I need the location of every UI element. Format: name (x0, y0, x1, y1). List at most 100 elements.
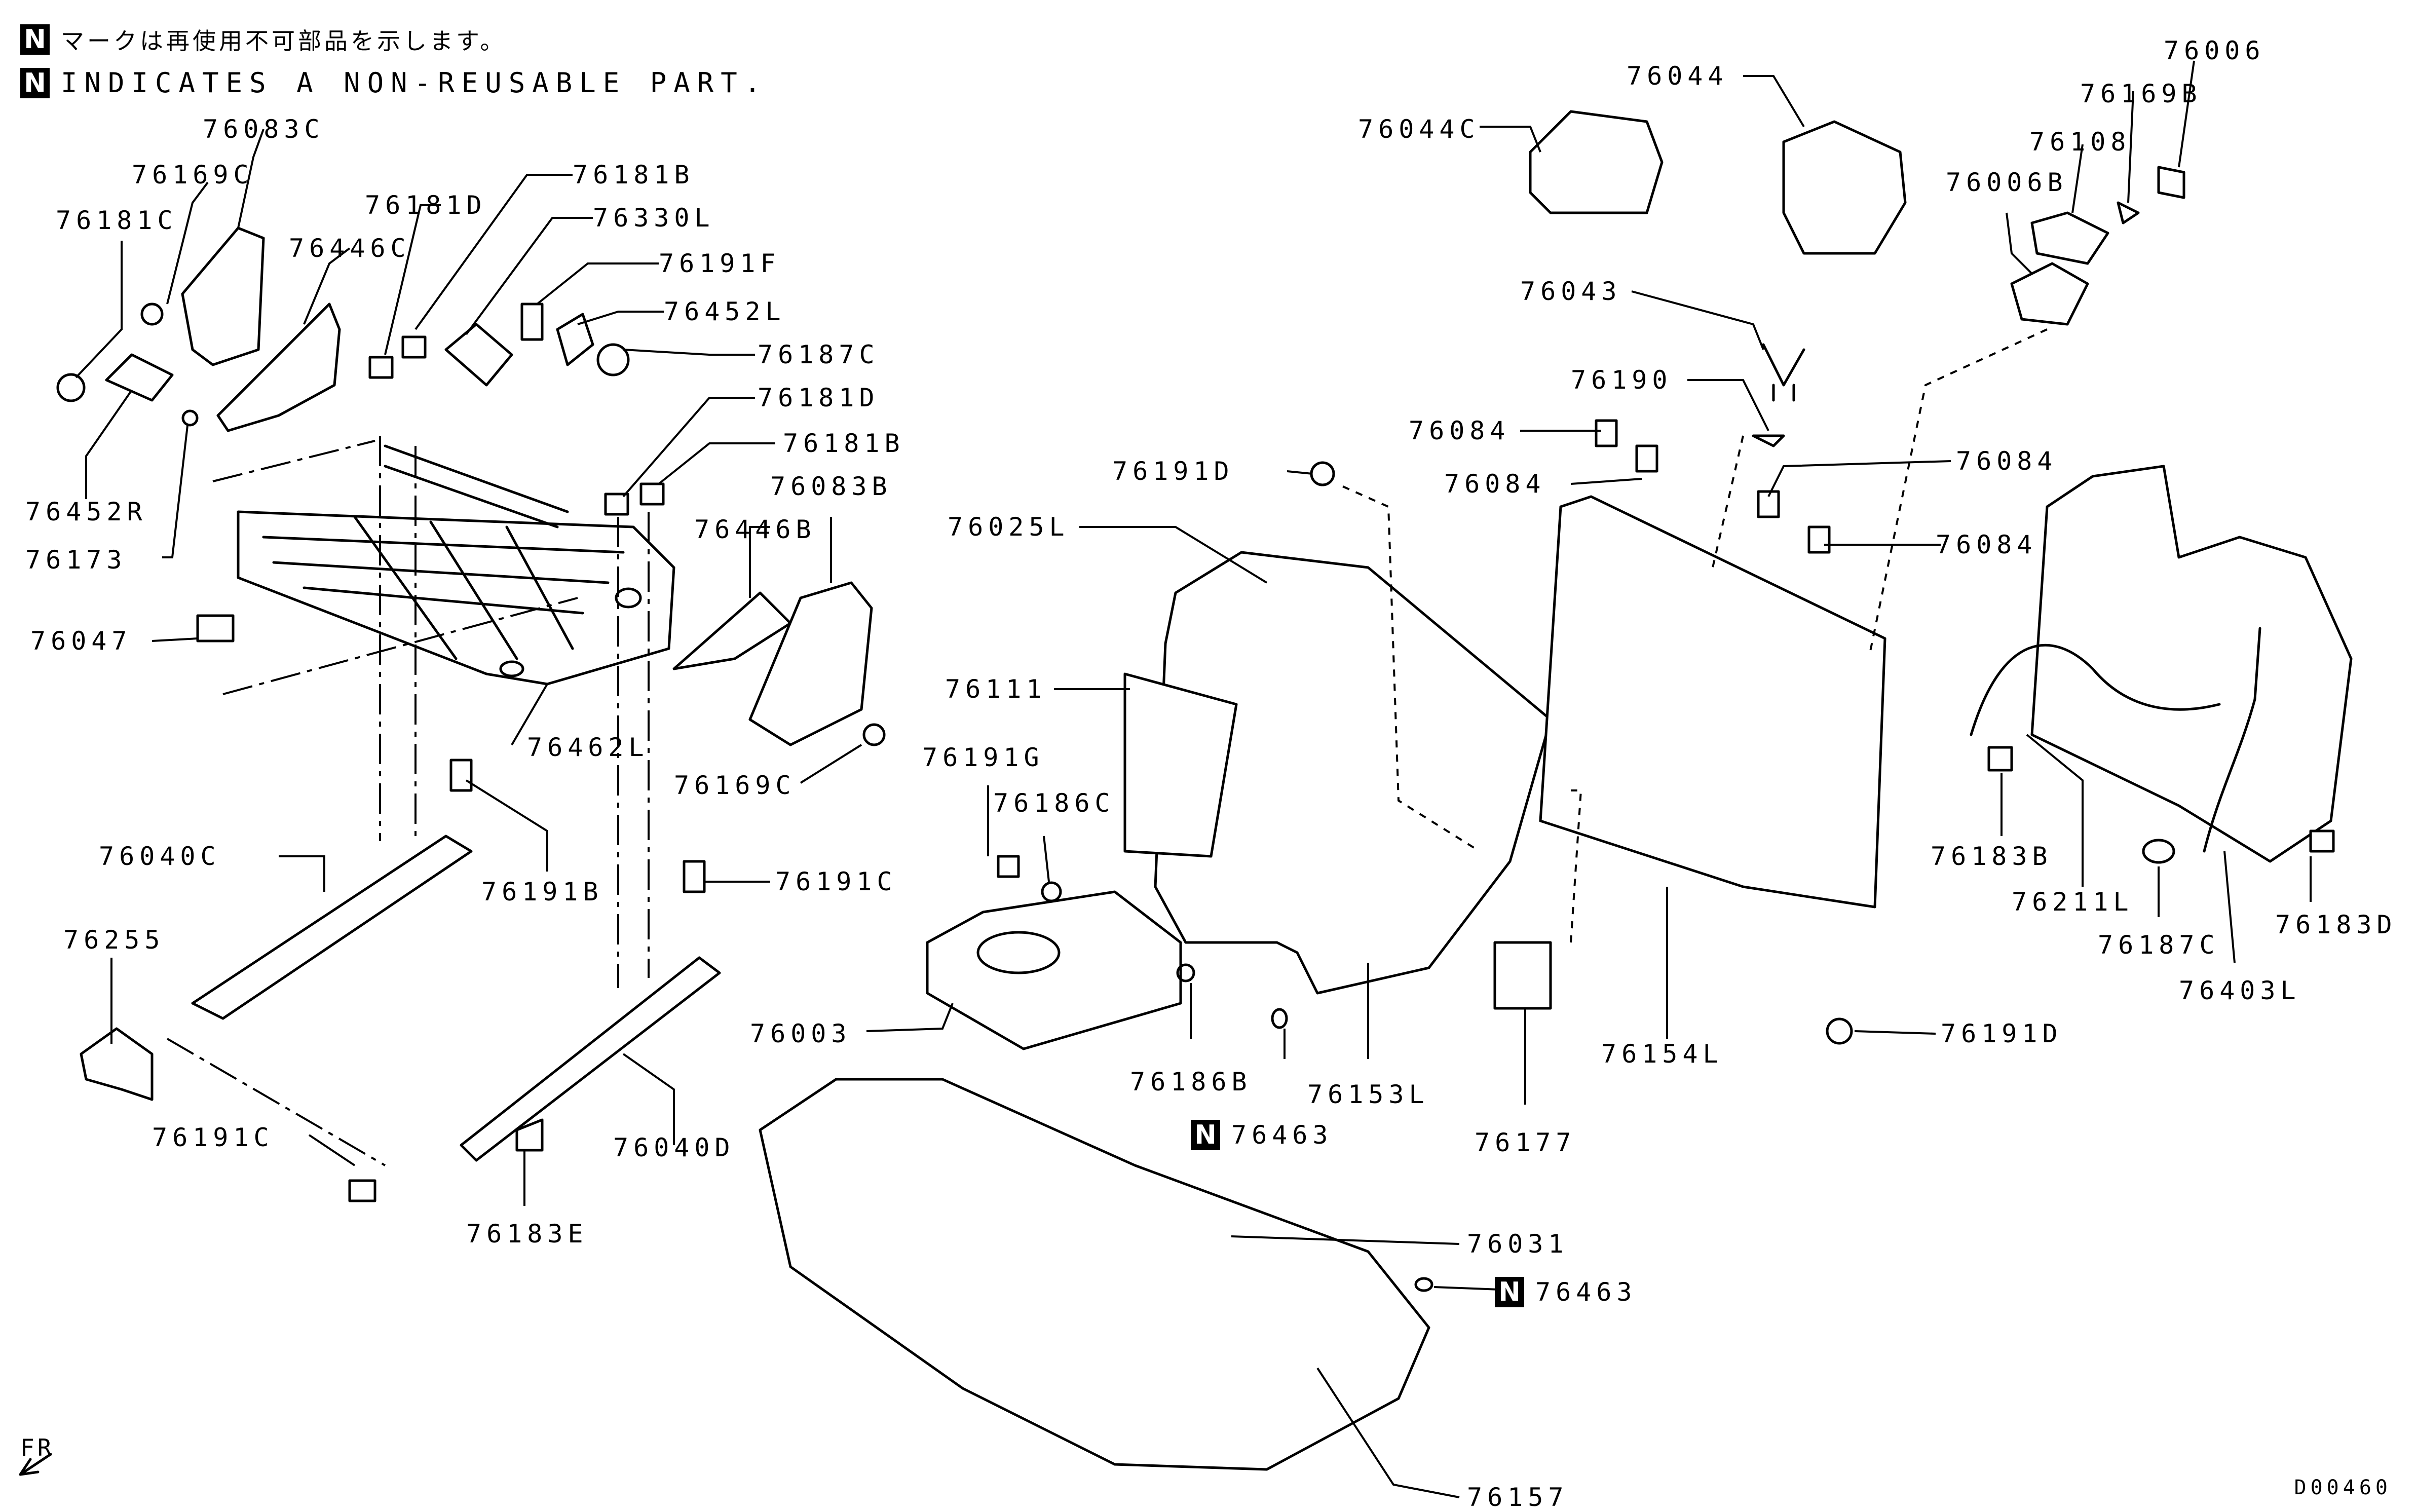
front-direction-label: FR (20, 1434, 55, 1461)
panel-76111 (1123, 672, 1238, 858)
bolt-76191C-mid (683, 860, 706, 893)
screw-76169B (2117, 201, 2140, 224)
retainer-76084-d (1807, 525, 1831, 554)
callout-76462L[interactable]: 76462L (527, 733, 649, 762)
ring-76463-b (1414, 1277, 1433, 1292)
callout-76025L[interactable]: 76025L (948, 512, 1070, 542)
callout-76181B[interactable]: 76181B (783, 429, 905, 458)
hinge-cover-76083B (748, 581, 873, 746)
callout-76173[interactable]: 76173 (25, 545, 127, 575)
armrest-76003 (926, 890, 1182, 1050)
callout-76044C[interactable]: 76044C (1358, 115, 1480, 144)
callout-76003[interactable]: 76003 (750, 1019, 852, 1048)
headrest-76044 (1782, 120, 1907, 255)
bolt-76169C-top (140, 303, 164, 326)
nut-76181D-top (368, 356, 394, 379)
callout-76040D[interactable]: 76040D (613, 1133, 735, 1162)
nut-76181B-top (401, 335, 427, 359)
callout-76108[interactable]: 76108 (2029, 127, 2131, 157)
non-reusable-badge: N (20, 24, 50, 55)
cover-76006B (2010, 262, 2089, 326)
callout-76040C[interactable]: 76040C (99, 842, 221, 871)
callout-76044[interactable]: 76044 (1627, 61, 1728, 91)
bolt-76191G (997, 855, 1020, 878)
callout-76463-with-badge: N 76463 (1191, 1120, 1333, 1150)
callout-76191C[interactable]: 76191C (152, 1123, 274, 1152)
clip-76187C-left (596, 343, 630, 376)
hinge-bracket-76446B (672, 591, 792, 670)
callout-76154L[interactable]: 76154L (1601, 1039, 1723, 1069)
callout-76186C[interactable]: 76186C (993, 788, 1115, 818)
callout-76191D[interactable]: 76191D (1112, 457, 1234, 486)
callout-76043[interactable]: 76043 (1520, 277, 1622, 306)
callout-76446C[interactable]: 76446C (289, 234, 411, 263)
bolt-76191D-mid (1310, 461, 1335, 486)
callout-76183B[interactable]: 76183B (1931, 842, 2053, 871)
rail-76040C (191, 835, 473, 1020)
callout-76403L[interactable]: 76403L (2179, 976, 2301, 1005)
nut-76181D-mid (604, 493, 629, 516)
callout-76084[interactable]: 76084 (1956, 446, 2058, 476)
callout-76190[interactable]: 76190 (1571, 365, 1673, 395)
callout-76191C[interactable]: 76191C (775, 867, 897, 896)
callout-76187C[interactable]: 76187C (2098, 930, 2220, 960)
callout-76111[interactable]: 76111 (945, 674, 1047, 704)
non-reusable-badge: N (1495, 1277, 1524, 1307)
callout-76047[interactable]: 76047 (30, 626, 132, 656)
callout-76186B[interactable]: 76186B (1130, 1067, 1252, 1097)
note-jp-text: マークは再使用不可部品を示します。 (61, 27, 507, 55)
note-en: N INDICATES A NON-REUSABLE PART. (20, 67, 768, 99)
leader-lines (75, 60, 2312, 1498)
washer-76186B (1176, 963, 1195, 982)
callout-76157[interactable]: 76157 (1467, 1483, 1569, 1512)
callout-76211L[interactable]: 76211L (2012, 887, 2134, 917)
callout-76446B[interactable]: 76446B (694, 515, 816, 544)
callout-76463[interactable]: 76463 (1535, 1277, 1637, 1307)
seat-cushion-76031 (759, 1078, 1430, 1471)
bolt-76191C-low (348, 1179, 376, 1202)
callout-76463-with-badge: N 76463 (1495, 1277, 1637, 1307)
callout-76181B[interactable]: 76181B (573, 160, 695, 190)
callout-76084[interactable]: 76084 (1936, 530, 2037, 559)
callout-76006[interactable]: 76006 (2164, 36, 2266, 65)
callout-76191B[interactable]: 76191B (481, 877, 603, 906)
callout-76183D[interactable]: 76183D (2275, 910, 2397, 939)
retainer-76084-b (1635, 444, 1658, 473)
callout-76031[interactable]: 76031 (1467, 1229, 1569, 1259)
ring-76463-a (1271, 1008, 1288, 1029)
hinge-cover-76083C (181, 226, 265, 366)
cover-76108 (2030, 211, 2109, 265)
callout-76153L[interactable]: 76153L (1307, 1080, 1429, 1109)
callout-76191D[interactable]: 76191D (1941, 1019, 2063, 1048)
clip-76190 (1752, 434, 1785, 447)
washer-76186C (1041, 881, 1062, 902)
callout-76181C[interactable]: 76181C (56, 206, 178, 235)
retainer-76084-a (1595, 419, 1618, 447)
callout-76169C[interactable]: 76169C (132, 160, 254, 190)
callout-76191F[interactable]: 76191F (659, 249, 781, 278)
callout-76177[interactable]: 76177 (1475, 1128, 1576, 1157)
callout-76181D[interactable]: 76181D (365, 191, 487, 220)
callout-76255[interactable]: 76255 (63, 925, 165, 955)
callout-76006B[interactable]: 76006B (1946, 168, 2068, 197)
callout-76183E[interactable]: 76183E (466, 1219, 588, 1249)
callout-76452R[interactable]: 76452R (25, 497, 147, 526)
callout-76083C[interactable]: 76083C (203, 115, 325, 144)
callout-76084[interactable]: 76084 (1409, 416, 1511, 445)
note-jp: N マークは再使用不可部品を示します。 (20, 23, 506, 56)
callout-76084[interactable]: 76084 (1444, 469, 1546, 499)
callout-76169C[interactable]: 76169C (674, 771, 796, 800)
tie-76187C-right (2142, 839, 2175, 864)
callout-76191G[interactable]: 76191G (922, 743, 1044, 772)
nut-76181B-mid (639, 482, 665, 506)
seat-cushion-frame-76462L (237, 444, 675, 686)
callout-76330L[interactable]: 76330L (593, 203, 715, 233)
callout-76463[interactable]: 76463 (1231, 1120, 1333, 1150)
callout-76452L[interactable]: 76452L (664, 297, 786, 326)
callout-76169B[interactable]: 76169B (2080, 79, 2202, 108)
callout-76083B[interactable]: 76083B (770, 472, 892, 501)
callout-76181D[interactable]: 76181D (758, 383, 880, 412)
callout-76187C[interactable]: 76187C (758, 340, 880, 369)
bracket-76255 (80, 1027, 154, 1101)
